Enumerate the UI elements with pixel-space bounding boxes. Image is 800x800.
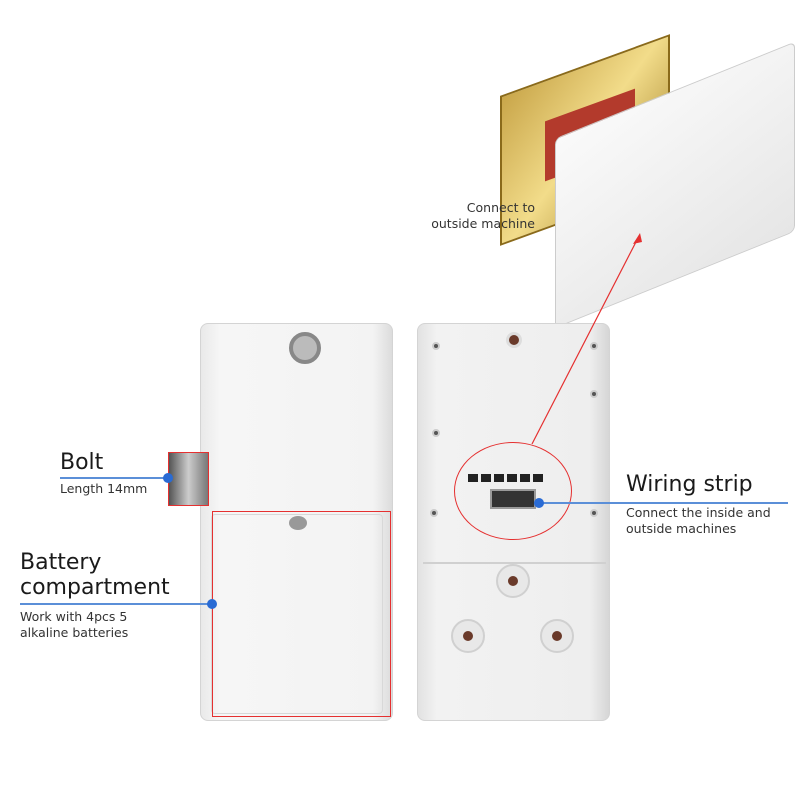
battery-marker (207, 599, 217, 609)
battery-desc-line1: Work with 4pcs 5 (20, 609, 128, 624)
battery-leader-line (20, 603, 212, 605)
wiring-leader-line (538, 502, 788, 504)
battery-compartment-highlight (212, 511, 391, 717)
bolt-marker (163, 473, 173, 483)
battery-desc-line2: alkaline batteries (20, 625, 129, 640)
battery-title-line1: Battery (20, 550, 102, 575)
bolt-desc: Length 14mm (60, 481, 148, 496)
wiring-strip-highlight (454, 442, 572, 540)
bolt-title: Bolt (60, 450, 104, 475)
lock-front-panel (200, 323, 393, 721)
battery-title-line2: compartment (20, 575, 170, 600)
wiring-marker (534, 498, 544, 508)
wiring-desc-line2: outside machines (626, 521, 737, 536)
outside-label-line1: Connect to (466, 200, 535, 215)
wiring-title: Wiring strip (626, 472, 753, 497)
bolt-highlight (168, 452, 209, 506)
bolt-leader-line (60, 477, 168, 479)
wiring-desc-line1: Connect the inside and (626, 505, 771, 520)
outside-label-line2: outside machine (431, 216, 535, 231)
